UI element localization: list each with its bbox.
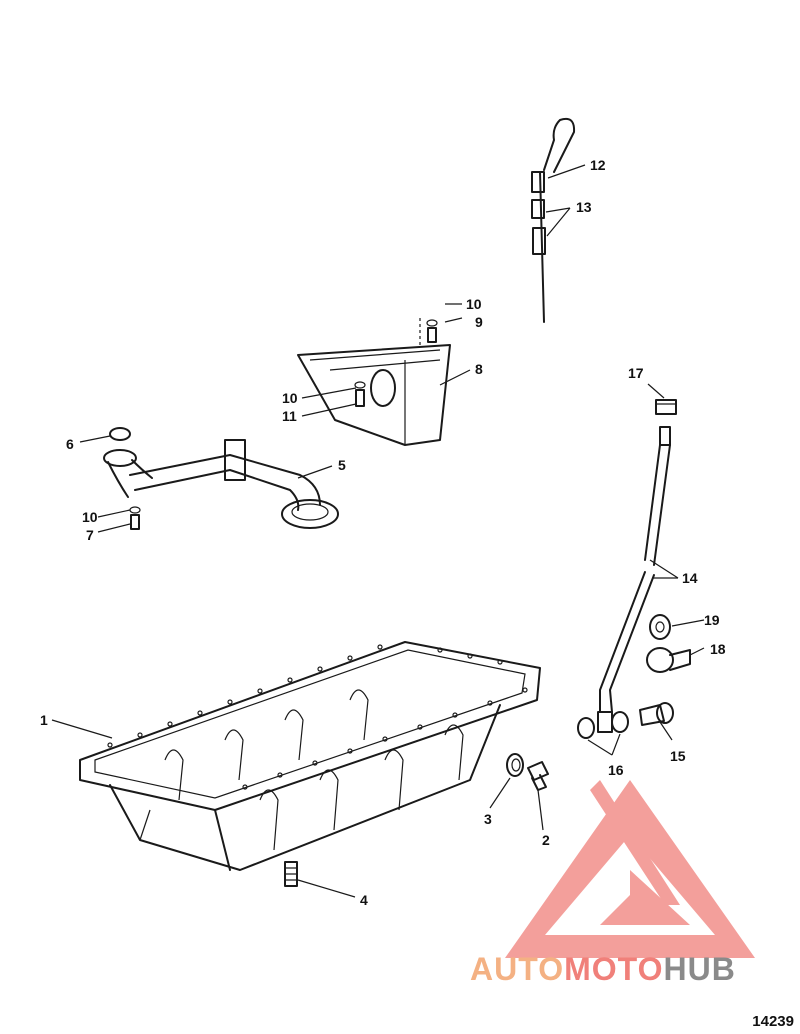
watermark-text-auto: AUTO xyxy=(470,951,564,987)
callout-10-upper: 10 xyxy=(466,296,482,312)
figure-number: 14239 xyxy=(752,1013,794,1030)
callout-labels: 1 2 3 4 5 6 7 8 9 10 10 10 11 12 13 14 1… xyxy=(40,157,726,908)
callout-18: 18 xyxy=(710,641,726,657)
oil-pickup-tube xyxy=(103,439,339,529)
callout-19: 19 xyxy=(704,612,720,628)
callout-13: 13 xyxy=(576,199,592,215)
callout-7: 7 xyxy=(86,527,94,543)
callout-8: 8 xyxy=(475,361,483,377)
callout-3: 3 xyxy=(484,811,492,827)
windage-tray xyxy=(297,344,451,446)
callout-17: 17 xyxy=(628,365,644,381)
hose-grommet xyxy=(649,614,671,640)
callout-4: 4 xyxy=(360,892,368,908)
callout-16: 16 xyxy=(608,762,624,778)
tray-stud xyxy=(419,315,438,345)
hose-clamp xyxy=(646,647,691,673)
callout-1: 1 xyxy=(40,712,48,728)
callout-9: 9 xyxy=(475,314,483,330)
pickup-bolt xyxy=(129,506,141,530)
callout-2: 2 xyxy=(542,832,550,848)
callout-5: 5 xyxy=(338,457,346,473)
oil-pan-bolt xyxy=(284,861,298,887)
drain-plug-washer xyxy=(506,753,524,777)
callout-11: 11 xyxy=(282,408,297,424)
pickup-o-ring xyxy=(109,427,131,441)
dipstick xyxy=(531,117,576,323)
dipstick-seal-lower xyxy=(532,227,546,255)
watermark-text: AUTOMOTOHUB xyxy=(470,951,736,987)
oil-drain-hose xyxy=(599,426,671,713)
oil-pan xyxy=(79,641,541,871)
drain-hose-cap xyxy=(655,399,677,415)
callout-14: 14 xyxy=(682,570,698,586)
fitting-washers xyxy=(577,711,629,739)
callout-10-tray: 10 xyxy=(282,390,298,406)
dipstick-seal-upper xyxy=(531,199,545,219)
callout-6: 6 xyxy=(66,436,74,452)
callout-15: 15 xyxy=(670,748,686,764)
tray-nut xyxy=(354,381,366,407)
watermark-logo xyxy=(505,780,755,958)
watermark-text-hub: HUB xyxy=(663,951,735,987)
drain-plug xyxy=(527,761,549,791)
watermark-text-moto: MOTO xyxy=(564,951,663,987)
callout-10-pickup: 10 xyxy=(82,509,98,525)
leader-lines xyxy=(51,164,705,898)
hose-fitting xyxy=(639,702,674,726)
callout-12: 12 xyxy=(590,157,606,173)
